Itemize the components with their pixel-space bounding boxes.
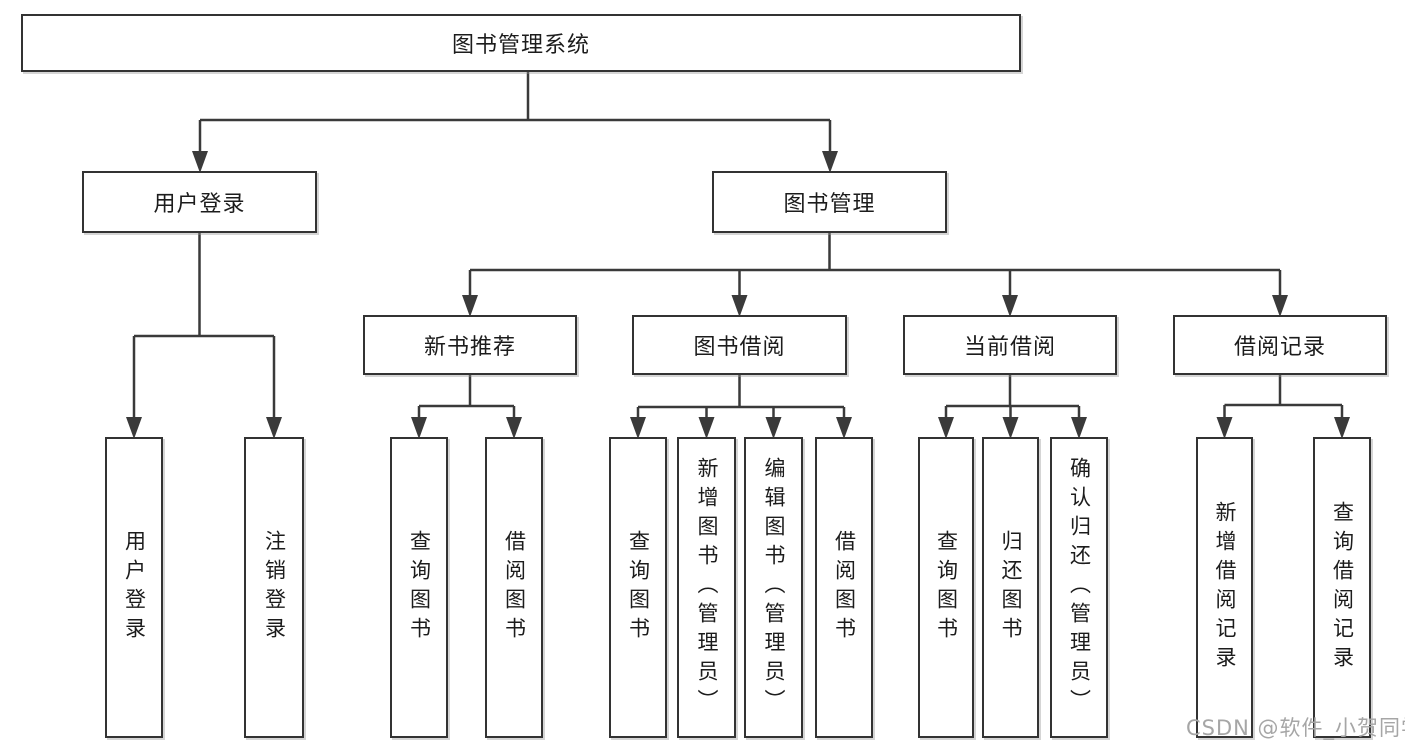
leaf-add-books-admin: 新增图书（管理员） <box>677 437 736 738</box>
leaf-borrow-books-recommend: 借阅图书 <box>485 437 543 738</box>
leaf-edit-books-admin: 编辑图书（管理员） <box>744 437 803 738</box>
leaf-add-borrow-record: 新增借阅记录 <box>1196 437 1253 738</box>
node-current-borrowing: 当前借阅 <box>903 315 1117 375</box>
leaf-return-books: 归还图书 <box>982 437 1039 738</box>
node-new-book-recommend: 新书推荐 <box>363 315 577 375</box>
node-book-management: 图书管理 <box>712 171 947 233</box>
leaf-query-borrow-record: 查询借阅记录 <box>1313 437 1371 738</box>
watermark: CSDN @软件_小贺同学 <box>1186 716 1405 740</box>
leaf-query-books-borrow: 查询图书 <box>609 437 667 738</box>
node-root: 图书管理系统 <box>21 14 1021 72</box>
node-user-login: 用户登录 <box>82 171 317 233</box>
leaf-confirm-return-admin: 确认归还（管理员） <box>1050 437 1108 738</box>
leaf-query-books-recommend: 查询图书 <box>390 437 448 738</box>
leaf-user-login: 用户登录 <box>105 437 163 738</box>
leaf-query-books-current: 查询图书 <box>918 437 974 738</box>
leaf-borrow-books: 借阅图书 <box>815 437 873 738</box>
node-borrowing-records: 借阅记录 <box>1173 315 1387 375</box>
leaf-logout: 注销登录 <box>244 437 304 738</box>
node-book-borrowing: 图书借阅 <box>632 315 847 375</box>
